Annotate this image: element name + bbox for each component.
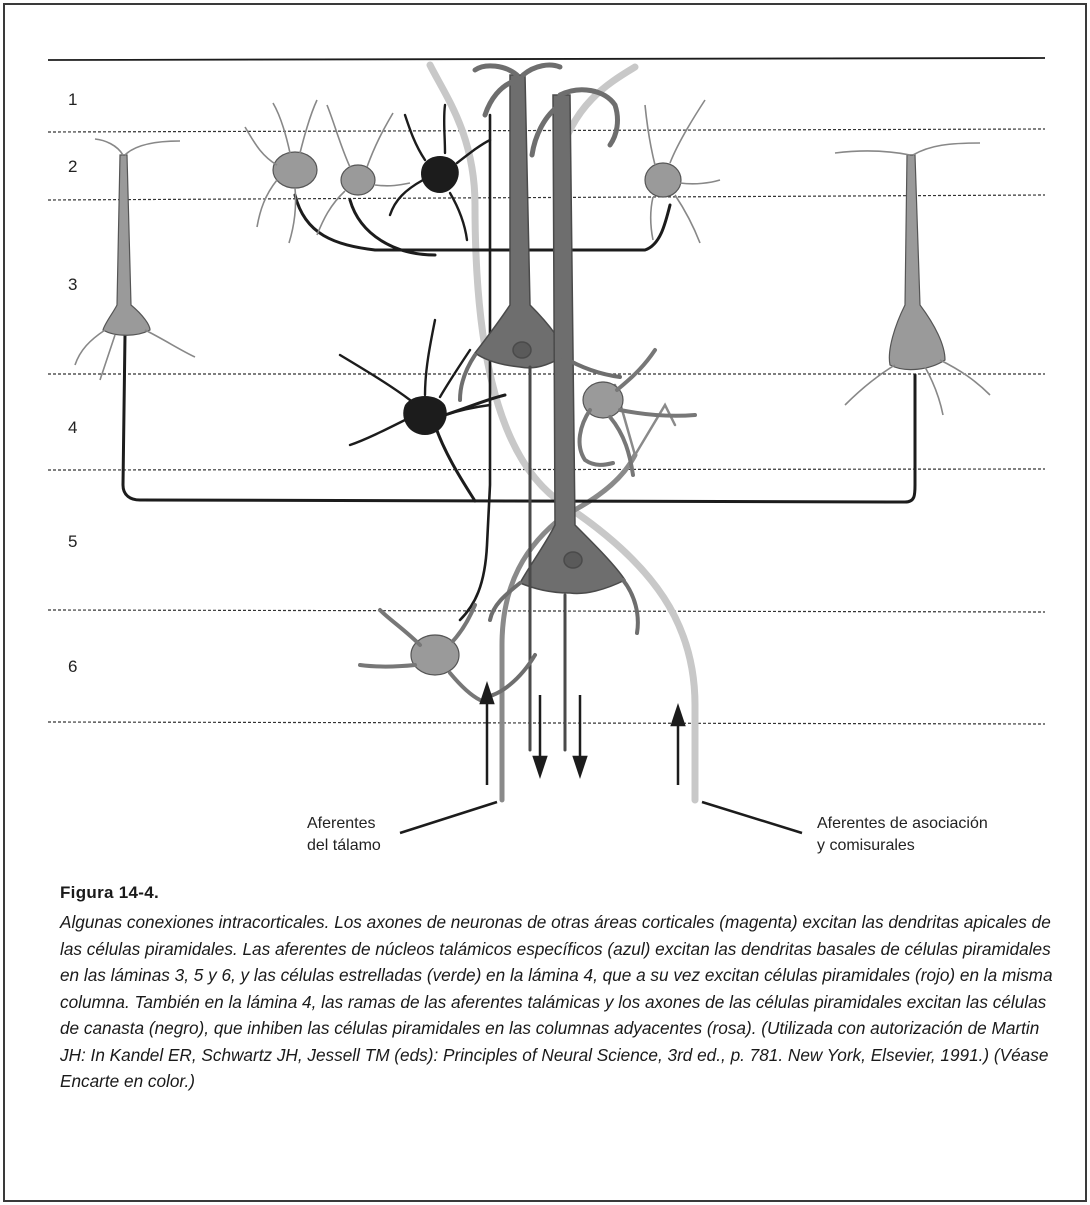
stellate-cell-l2-b xyxy=(317,105,410,235)
association-label-line-2: y comisurales xyxy=(817,837,915,854)
apical-dendrite-left xyxy=(475,66,517,75)
lamina-3-label: 3 xyxy=(68,275,77,294)
stellate-cell-body xyxy=(645,163,681,197)
boundary-5-6 xyxy=(48,610,1045,612)
basket-cells xyxy=(340,105,490,445)
leader-thalamic xyxy=(400,802,497,833)
lamina-4-label: 4 xyxy=(68,418,77,437)
figure-caption: Figura 14-4. Algunas conexiones intracor… xyxy=(60,883,1060,1095)
association-label-line-1: Aferentes de asociación xyxy=(817,815,988,832)
adjacent-neuron-body xyxy=(103,155,150,335)
boundary-4-5 xyxy=(48,469,1045,470)
spiny-stellate-l4 xyxy=(580,350,695,475)
thalamic-afferents-label: Aferentes del tálamo xyxy=(307,815,381,854)
pyramidal-cell-upper-nucleus xyxy=(513,342,531,358)
stellate-cell-body xyxy=(273,152,317,188)
leader-association xyxy=(702,802,802,833)
pyramidal-cell-lower-nucleus xyxy=(564,552,582,568)
basal-dendrite-lower-right xyxy=(623,580,638,633)
lamina-2-label: 2 xyxy=(68,157,77,176)
figure-caption-text: Algunas conexiones intracorticales. Los … xyxy=(60,909,1060,1095)
arrow-down-2-head xyxy=(574,757,586,775)
lamina-5-label: 5 xyxy=(68,532,77,551)
adjacent-column-neurons xyxy=(75,139,990,415)
lamina-6-label: 6 xyxy=(68,657,77,676)
basket-cell-body xyxy=(421,156,459,193)
adjacent-neuron-body xyxy=(889,155,945,370)
lamina-boundaries xyxy=(48,129,1045,724)
stellate-cell-l2-right xyxy=(645,100,720,243)
thalamic-label-line-2: del tálamo xyxy=(307,837,381,854)
cortex-surface-line xyxy=(48,58,1045,60)
direction-arrows xyxy=(481,685,684,785)
stellate-to-lower-axon xyxy=(435,425,475,501)
basket-cell-l4 xyxy=(340,320,490,445)
adjacent-neuron-left xyxy=(75,139,195,380)
association-afferents-label: Aferentes de asociación y comisurales xyxy=(817,815,992,854)
thalamic-label-line-1: Aferentes xyxy=(307,815,375,832)
boundary-6-wm xyxy=(48,722,1045,724)
boundary-2-3 xyxy=(48,195,1045,200)
figure-frame: 1 2 3 4 5 6 xyxy=(3,3,1087,1202)
pyramidal-cells xyxy=(475,75,625,593)
cortical-connections-diagram: 1 2 3 4 5 6 xyxy=(5,5,1089,875)
figure-title: Figura 14-4. xyxy=(60,883,1060,903)
apical-dendrite-mid xyxy=(523,65,560,75)
apical-dendrites xyxy=(475,65,617,155)
label-leaders xyxy=(400,802,802,833)
stellate-cell-body xyxy=(341,165,375,195)
arrow-up-left-head xyxy=(481,685,493,703)
stellate-cells xyxy=(245,100,720,700)
boundary-1-2 xyxy=(48,129,1045,132)
basal-dendrite-lower-to-basket xyxy=(485,655,535,697)
arrow-up-right-head xyxy=(672,707,684,725)
basket-cell-body xyxy=(403,396,447,435)
pyramidal-cell-upper xyxy=(475,75,565,368)
lamina-1-label: 1 xyxy=(68,90,77,109)
arrow-down-1-head xyxy=(534,757,546,775)
